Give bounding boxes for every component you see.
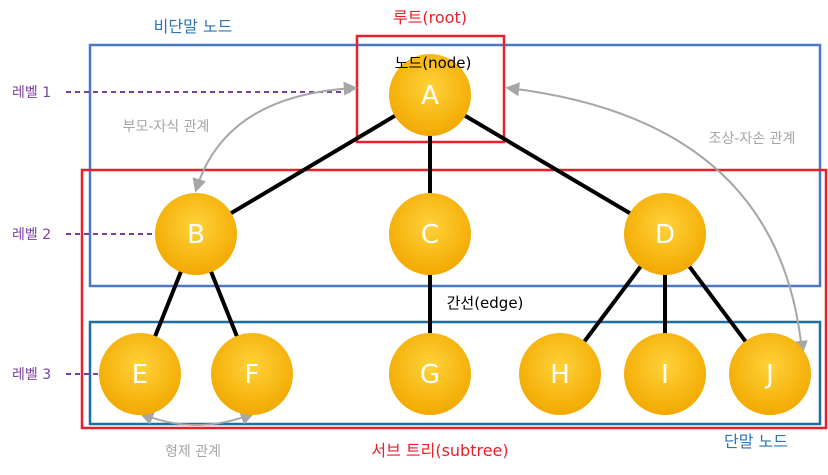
node-g-label: G (420, 360, 440, 390)
subtree-label: 서브 트리(subtree) (371, 441, 508, 460)
root-label: 루트(root) (393, 8, 467, 27)
node-g-circle (389, 333, 471, 415)
parent-child-arrow (192, 81, 358, 193)
node-a-label: A (421, 81, 439, 111)
node-g: G (389, 333, 471, 415)
node-d: D (624, 193, 706, 275)
edge-label: 간선(edge) (447, 294, 524, 312)
node-label: 노드(node) (395, 54, 472, 72)
node-f-label: F (245, 360, 260, 390)
node-a: A (389, 54, 471, 136)
terminal-node-box (88, 320, 822, 426)
node-d-label: D (655, 220, 675, 250)
node-e: E (99, 333, 181, 415)
nonterminal-node-label: 비단말 노드 (154, 17, 233, 36)
node-h-label: H (550, 360, 570, 390)
parent-child-label: 부모-자식 관계 (123, 119, 210, 135)
sibling-arrow (139, 411, 255, 426)
level-3-label: 레벨 3 (12, 367, 51, 383)
subtree-box (80, 168, 828, 430)
node-c: C (389, 193, 471, 275)
node-a-circle (389, 54, 471, 136)
node-h-circle (519, 333, 601, 415)
node-e-circle (99, 333, 181, 415)
node-b-circle (155, 193, 237, 275)
node-c-label: C (421, 220, 439, 250)
node-i-circle (624, 333, 706, 415)
terminal-node-label: 단말 노드 (724, 432, 788, 451)
node-f: F (211, 333, 293, 415)
node-d-circle (624, 193, 706, 275)
node-j: J (729, 333, 811, 415)
node-b: B (155, 193, 237, 275)
level-1-label: 레벨 1 (12, 85, 51, 101)
node-b-label: B (187, 220, 205, 250)
node-j-circle (729, 333, 811, 415)
node-c-circle (389, 193, 471, 275)
sibling-label: 형제 관계 (165, 444, 221, 460)
node-i-label: I (661, 360, 669, 390)
ancestor-descendant-label: 조상-자손 관계 (709, 131, 796, 147)
ancestor-descendant-arrow (505, 82, 808, 355)
node-h: H (519, 333, 601, 415)
node-e-label: E (132, 360, 148, 390)
node-i: I (624, 333, 706, 415)
level-2-label: 레벨 2 (12, 227, 51, 243)
nonterminal-node-box (88, 43, 822, 288)
node-j-label: J (764, 360, 774, 390)
node-f-circle (211, 333, 293, 415)
